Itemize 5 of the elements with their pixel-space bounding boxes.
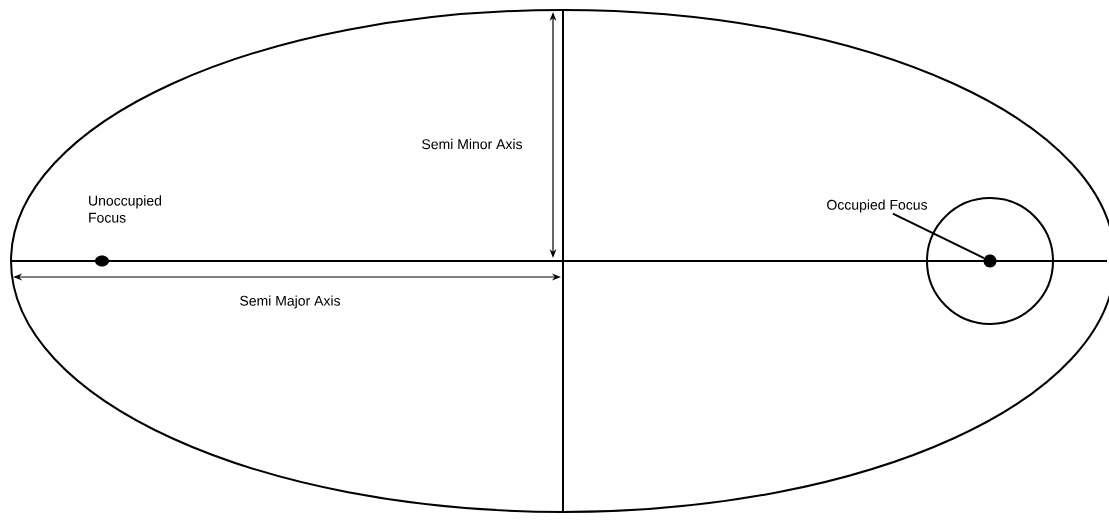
- text-label: Unoccupied Focus: [89, 195, 162, 223]
- text-label: Semi Minor Axis: [422, 138, 523, 150]
- node-label: Occupied Focus: [827, 199, 928, 213]
- text-label: Semi Major Axis: [240, 295, 341, 309]
- leader-line: [891, 212, 985, 260]
